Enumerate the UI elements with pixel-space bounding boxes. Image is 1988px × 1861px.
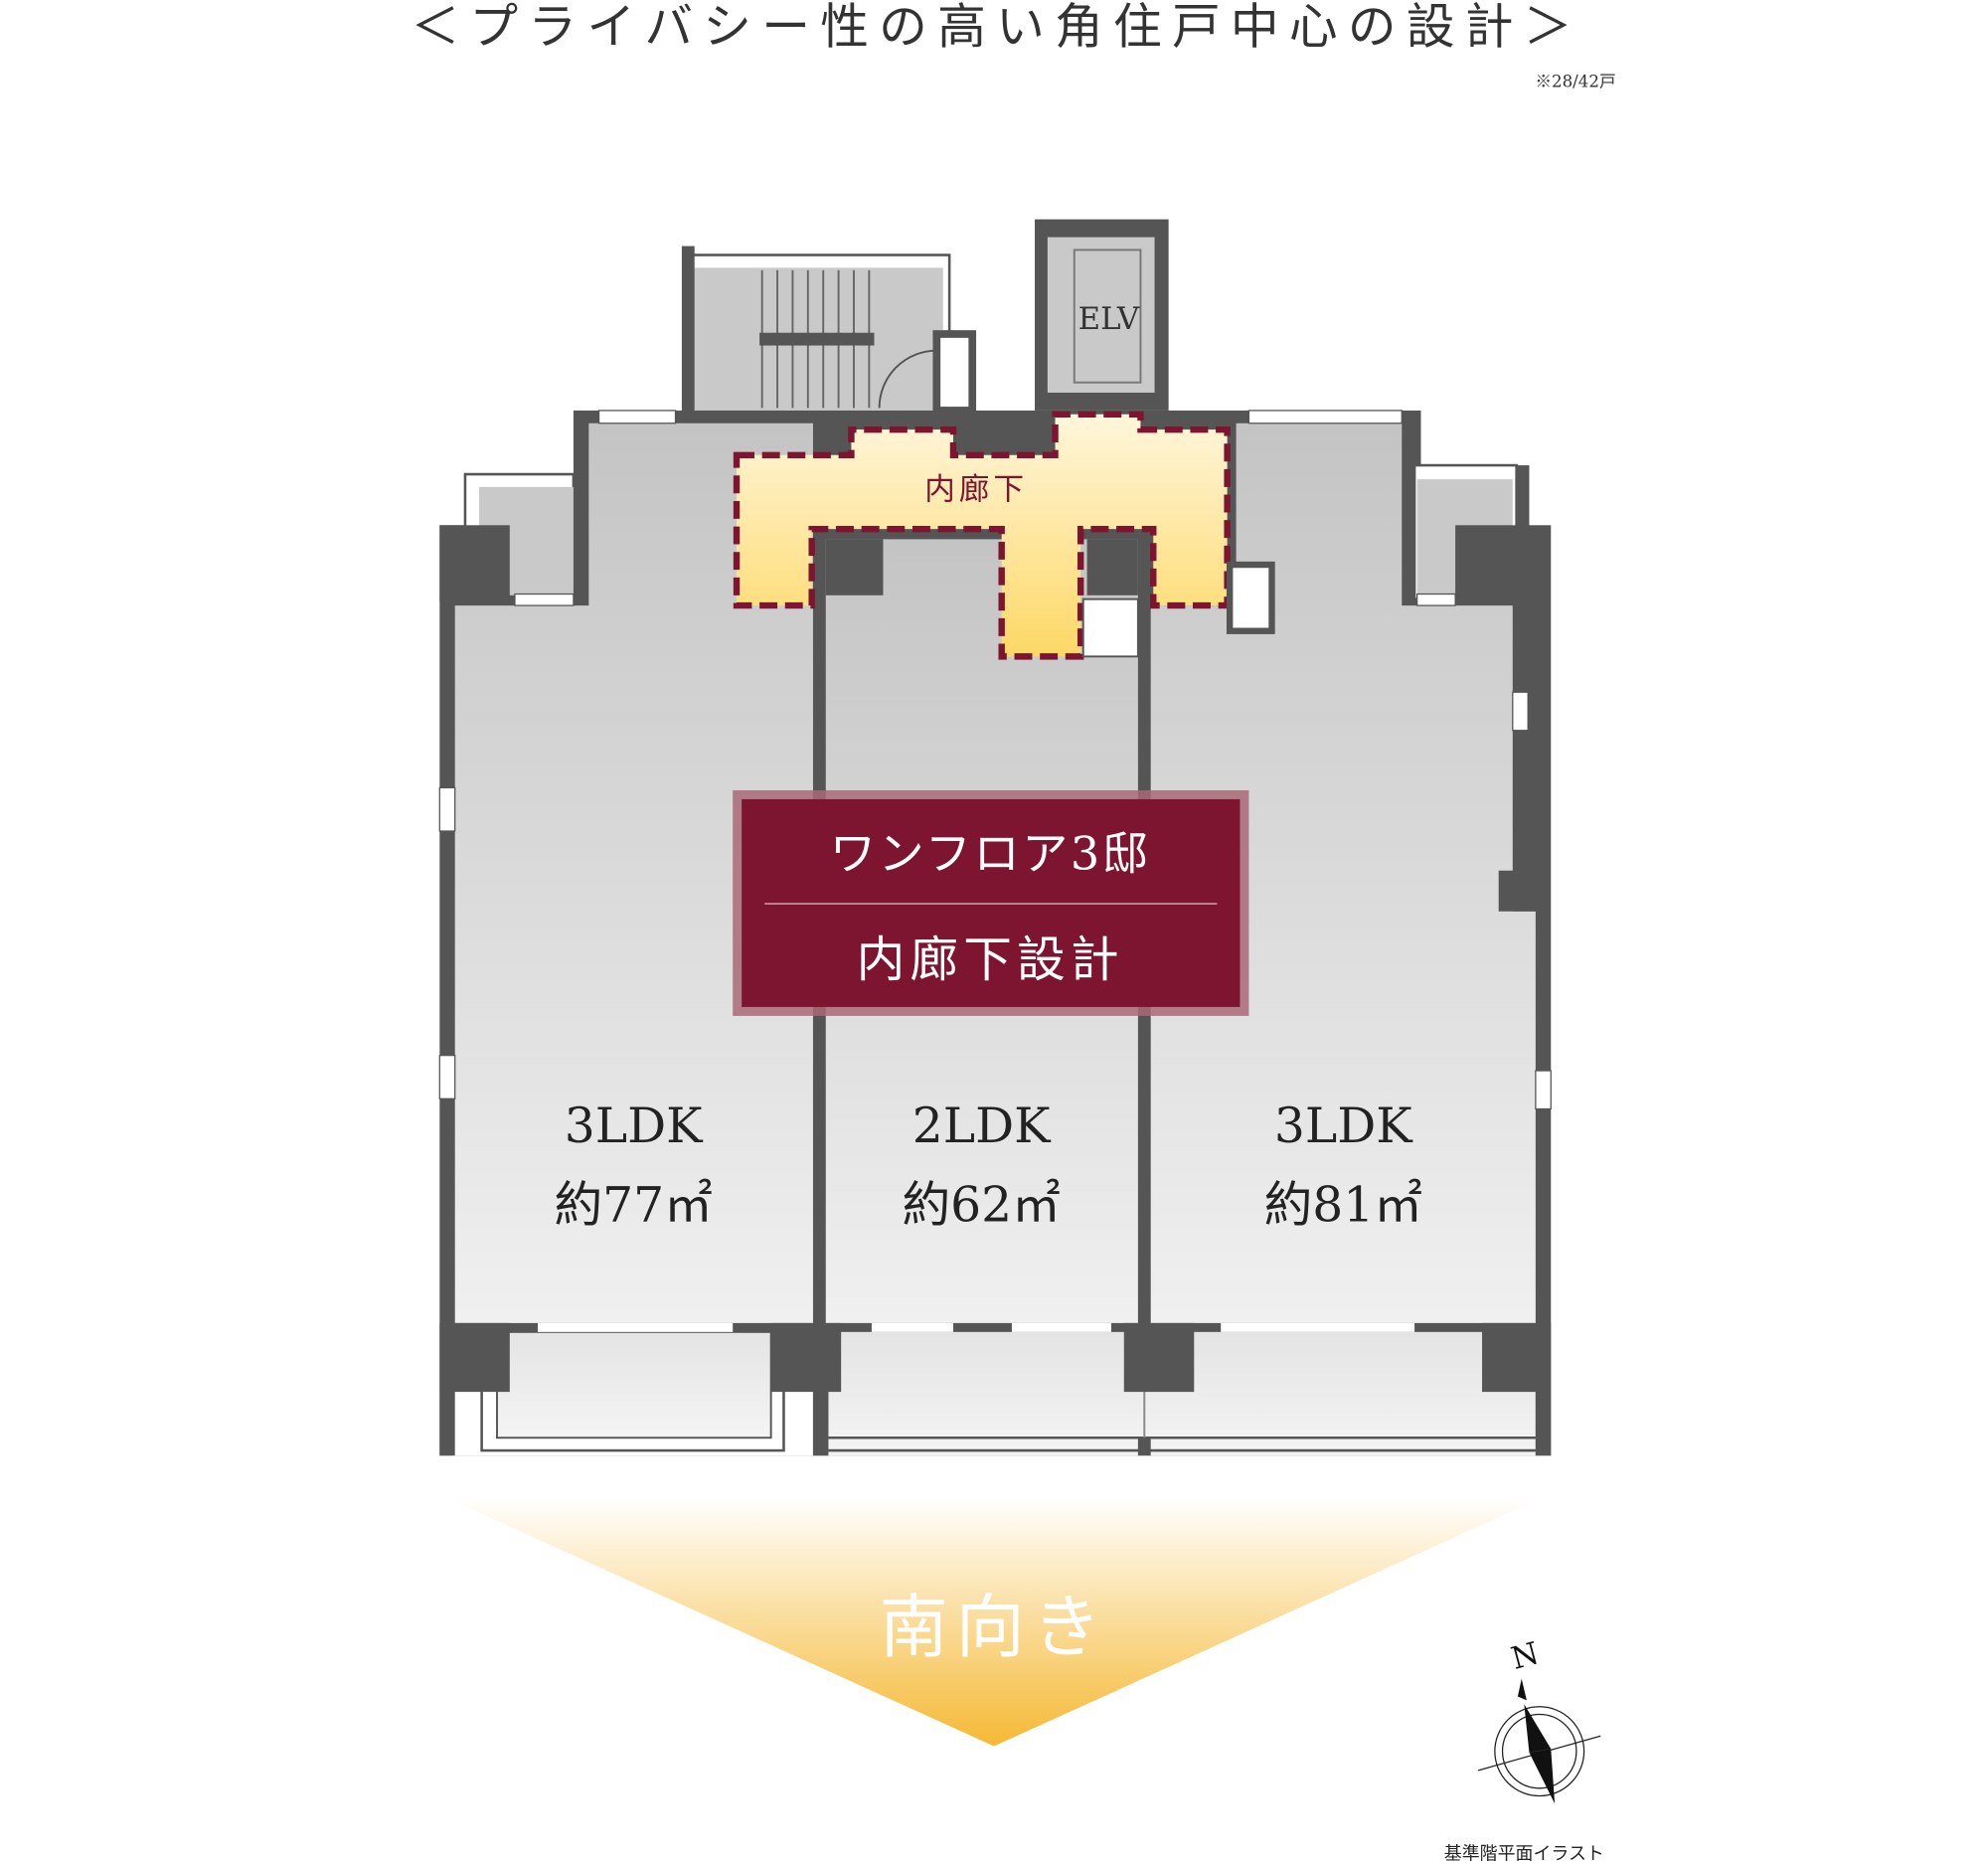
orientation-label: 南向き [880, 1588, 1109, 1667]
banner-line-2: 内廊下設計 [857, 932, 1124, 988]
elevator: ELV [1035, 219, 1169, 411]
unit-area-middle: 約62㎡ [902, 1177, 1060, 1233]
unit-type-left: 3LDK [565, 1099, 704, 1154]
page-title: ＜プライバシー性の高い角住戸中心の設計＞ [411, 0, 1581, 56]
elevator-label: ELV [1078, 301, 1140, 337]
illustration-caption: 基準階平面イラスト [1444, 1844, 1604, 1861]
unit-right-area [1150, 423, 1536, 1323]
south-direction-arrow [445, 1497, 1543, 1747]
unit-area-left: 約77㎡ [554, 1177, 712, 1233]
unit-type-right: 3LDK [1274, 1099, 1413, 1154]
compass-north-label: N [1508, 1635, 1543, 1677]
corridor-label: 内廊下 [924, 472, 1028, 508]
stairwell [681, 246, 977, 419]
unit-type-middle: 2LDK [912, 1099, 1052, 1154]
banner-line-1: ワンフロア3邸 [830, 826, 1151, 880]
compass-icon: N [1478, 1635, 1601, 1804]
floor-concept-banner: ワンフロア3邸 内廊下設計 [733, 789, 1249, 1016]
unit-count-note: ※28/42戸 [1535, 72, 1615, 90]
unit-area-right: 約81㎡ [1264, 1177, 1422, 1233]
unit-left-area [454, 423, 813, 1323]
balconies-south [439, 1322, 1552, 1456]
